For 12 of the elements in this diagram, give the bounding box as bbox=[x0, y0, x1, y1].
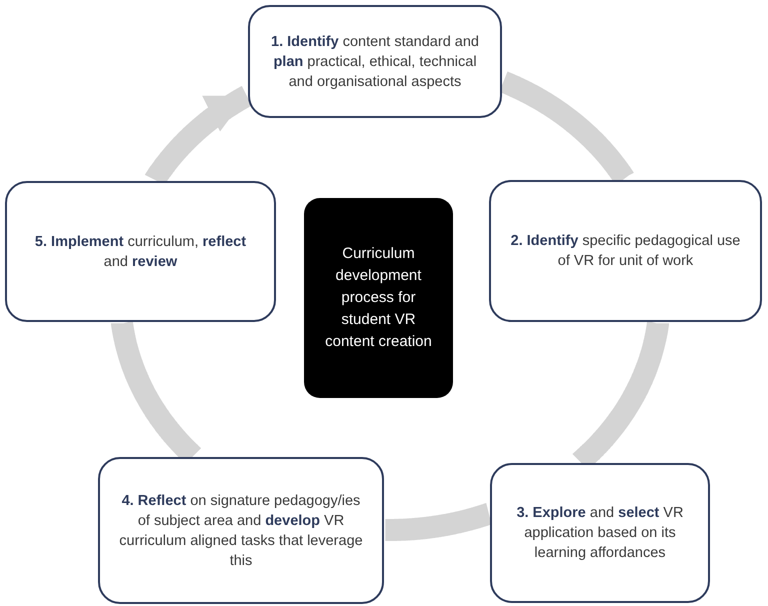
title-text: Curriculum development process for student VR content creation bbox=[324, 244, 433, 352]
step-box bbox=[98, 457, 384, 604]
step-box bbox=[5, 181, 276, 322]
step-text: 4. Reflect on signature pedagogy/ies of subject area and develop VR curriculum aligned tasks that leverage this bbox=[118, 492, 364, 570]
step-box bbox=[248, 5, 502, 118]
title-box bbox=[304, 198, 453, 398]
step-text: 1. Identify content standard and plan practical, ethical, technical and organisational aspects bbox=[270, 32, 480, 92]
step-box bbox=[489, 180, 762, 322]
step-text: 3. Explore and select VR application based on its learning affordances bbox=[516, 504, 684, 563]
step-text: 5. Implement curriculum, reflect and review bbox=[34, 232, 248, 272]
step-box bbox=[490, 463, 710, 603]
step-text: 2. Identify specific pedagogical use of VR for unit of work bbox=[510, 232, 742, 271]
